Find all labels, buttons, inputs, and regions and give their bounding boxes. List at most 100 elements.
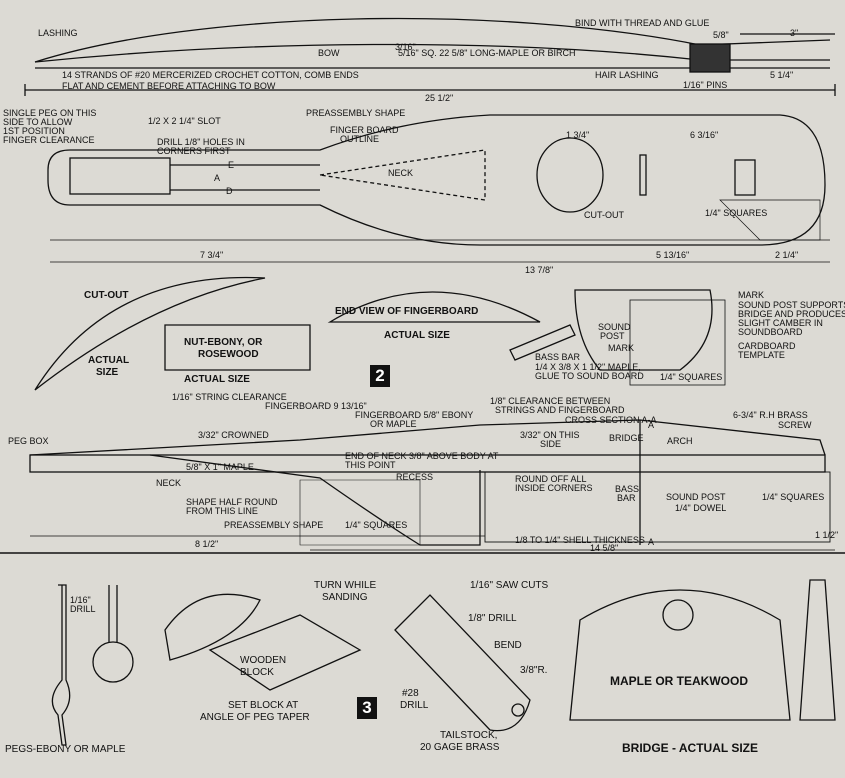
endview-label: END VIEW OF FINGERBOARD [335,306,479,317]
fb-ebony-label-2: OR MAPLE [370,419,417,429]
tailstock-title-1: TAILSTOCK, [440,730,498,741]
maple-neck-label: 5/8" X 1" MAPLE [186,462,254,472]
nut-label-2: ROSEWOOD [198,349,259,360]
supports-label-2: BRIDGE AND PRODUCES [738,309,845,319]
squares-grid-plan [719,199,821,241]
tailstock-drill-label: 1/8" DRILL [468,613,517,624]
bass-bar [509,324,576,361]
bow-hair-label: HAIR LASHING [595,70,659,80]
round-label-1: ROUND OFF ALL [515,474,587,484]
peg-box-plan [69,157,171,195]
bow-pins-label: 1/16" PINS [683,80,728,90]
bassbar-label-2: 1/4 X 3/8 X 1 1/2" MAPLE, [535,362,641,372]
soundpost-label-2: POST [600,331,625,341]
half-round-label-2: FROM THIS LINE [186,506,258,516]
cutout-plan [536,137,604,213]
bridge-side-label: BRIDGE [609,433,644,443]
brass-screw-label-1: 6-3/4" R.H BRASS [733,410,808,420]
fingerboard-outline [319,149,486,201]
body-dim-seven: 7 3/4" [200,250,224,260]
cutout-size: SIZE [96,367,119,378]
soundpost-label-1: SOUND [598,322,631,332]
side-dim-fourteen: 14 5/8" [590,543,619,553]
bow-flat-label: FLAT AND CEMENT BEFORE ATTACHING TO BOW [62,81,276,91]
single-peg-note-4: FINGER CLEARANCE [3,135,95,145]
body-dim-five: 5 13/16" [656,250,690,260]
tailstock-title-2: 20 GAGE BRASS [420,742,500,753]
body-dim-one: 1 3/4" [566,130,590,140]
bow-dim-small: 5/8" [713,30,729,40]
bassbar-side-label-2: BAR [617,493,636,503]
drill-label-2: CORNERS FIRST [157,146,231,156]
bow-frog [689,43,731,73]
section-title: CROSS SECTION A-A [565,415,657,425]
single-peg-note-2: SIDE TO ALLOW [3,117,73,127]
neck-profile [149,454,481,546]
crowned-label: 3/32" CROWNED [198,430,269,440]
recess-label: RECESS [396,472,434,482]
drill28-label-1: #28 [402,688,419,699]
tailstock-plan [734,159,756,196]
turn-label-2: SANDING [322,592,368,603]
sanding-disk [164,593,261,661]
cutout-actual: ACTUAL [88,355,130,366]
endneck-label-1: END OF NECK 3/8" ABOVE BODY AT [345,451,499,461]
onthis-label-2: SIDE [540,439,562,449]
soundpost-side-label-2: 1/4" DOWEL [675,503,727,513]
bridge-shape [569,589,791,721]
fingerboard-outline-label-2: OUTLINE [340,134,380,144]
soundpost-side-label-1: SOUND POST [666,492,726,502]
fingerboard-end-view [327,291,541,323]
neck-label: NECK [388,168,414,178]
bow-hair [34,43,830,63]
bow-title: BOW [318,48,340,58]
string-e-label: E [228,160,235,170]
side-profile [29,419,826,456]
clearance-between-label-1: 1/8" CLEARANCE BETWEEN [490,396,611,406]
wooden-block-label-2: BLOCK [240,667,274,678]
bow-sq-label: 5/16" SQ. 22 5/8" LONG-MAPLE OR BIRCH [398,48,576,58]
bow-stick [34,17,831,63]
preassembly-label: PREASSEMBLY SHAPE [306,108,406,118]
section-a-bot: A [648,537,655,547]
string-a-label: A [214,173,221,183]
nut-actual-label: ACTUAL SIZE [184,374,250,385]
bow-dim-three16: 3/16" [395,42,416,52]
bridge-title: BRIDGE - ACTUAL SIZE [622,741,759,755]
cutout-shape [34,276,266,391]
cross-section [574,289,713,371]
figure-3-badge: 3 [357,697,377,719]
cutout-title: CUT-OUT [84,290,129,301]
body-squares-label: 1/4" SQUARES [705,208,768,218]
body-dim-two: 2 1/4" [775,250,799,260]
single-peg-note-1: SINGLE PEG ON THIS [3,108,97,118]
bridge-heart [662,599,694,631]
fingerboard-label: FINGERBOARD 9 13/16" [265,401,367,411]
peg-drill-label: DRILL [70,604,96,614]
tailstock-shape [394,594,531,732]
grid-side [299,479,421,546]
body-dim-six: 6 3/16" [690,130,719,140]
bow-dim-fivequarter: 5 1/4" [770,70,794,80]
drill-label-1: DRILL 1/8" HOLES IN [157,137,245,147]
peg-shape-1 [51,584,71,746]
side-view-base [29,454,826,473]
figure-2-badge: 2 [370,365,390,387]
supports-label-3: SLIGHT CAMBER IN [738,318,823,328]
neck-side-label: NECK [156,478,182,488]
wooden-block-label-1: WOODEN [240,655,287,666]
drill28-label-2: DRILL [400,700,429,711]
bridge-side [799,579,836,721]
template-label-1: CARDBOARD [738,341,796,351]
cardboard-template [629,299,726,386]
body-side [484,471,831,543]
single-peg-note-3: 1ST POSITION [3,126,65,136]
body-outline [47,114,826,246]
bassbar-label-3: GLUE TO SOUND BOARD [535,371,644,381]
saw-cuts-label: 1/16" SAW CUTS [470,580,549,591]
endview-actual-label: ACTUAL SIZE [384,330,450,341]
pegs-title: PEGS-EBONY OR MAPLE [5,744,126,755]
bend-label: BEND [494,640,522,651]
slot-label: 1/2 X 2 1/4" SLOT [148,116,221,126]
nut-shape [164,324,311,371]
